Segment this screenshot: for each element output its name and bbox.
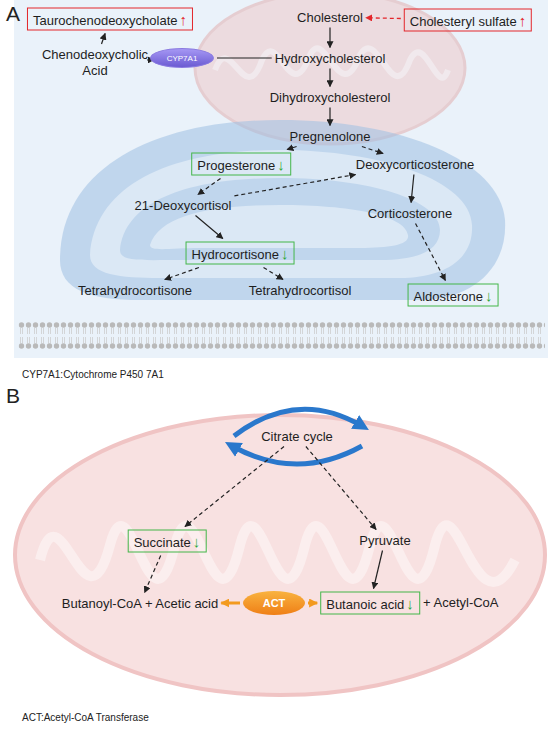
panel-background (14, 0, 548, 358)
change-arrow: ↓ (281, 245, 289, 262)
note-text: CYP7A1:Cytochrome P450 7A1 (22, 369, 164, 380)
pathway-arrow (308, 602, 317, 605)
panel-letter: A (6, 2, 20, 26)
pathway-arrow (196, 216, 223, 239)
pathway-arrow (411, 175, 414, 203)
node-text: Cholesterol (297, 10, 363, 25)
enzyme-ellipse: CYP7A1 (150, 48, 214, 68)
panel-letter: B (6, 384, 20, 408)
pathway-arrow (145, 556, 161, 593)
pathway-arrow (217, 57, 272, 58)
pathway-arrow (221, 602, 240, 605)
increased-metabolite-box: Taurochenodeoxycholate↑ (27, 8, 193, 31)
node-text: Butanoyl-CoA + Acetic acid (62, 596, 218, 611)
node-text: Hydrocortisone (192, 247, 279, 262)
change-arrow: ↑ (180, 11, 188, 28)
pathway-arrow (185, 447, 284, 527)
cycle-arrows (232, 409, 362, 464)
node-text: Deoxycorticosterone (356, 157, 475, 172)
pathway-arrow (366, 17, 401, 19)
node-text: Tetrahydrocortisol (249, 283, 352, 298)
node-text: Succinate (134, 535, 191, 550)
change-arrow: ↓ (277, 156, 285, 173)
node-text: Taurochenodeoxycholate (33, 13, 178, 28)
note-text: ACT:Acetyl-CoA Transferase (22, 712, 149, 723)
decreased-metabolite-box: Aldosterone↓ (408, 284, 499, 307)
pathway-arrow (234, 175, 355, 196)
metabolite-label: Butanoyl-CoA + Acetic acid (62, 596, 218, 611)
pathway-arrow (374, 551, 383, 589)
node-text: Chenodeoxycholic Acid (42, 47, 148, 78)
metabolite-label: Tetrahydrocortisol (249, 283, 352, 298)
node-text: Citrate cycle (261, 429, 333, 444)
node-text: Pyruvate (359, 533, 410, 548)
node-text: Tetrahydrocortisone (78, 283, 192, 298)
metabolite-label: Hydroxycholesterol (275, 51, 386, 66)
node-text: CYP7A1 (167, 54, 198, 63)
node-text: ACT (263, 597, 286, 609)
note-text: + Acetyl-CoA (423, 595, 499, 610)
pathway-arrow (264, 268, 284, 280)
change-arrow: ↓ (485, 287, 493, 304)
decreased-metabolite-box: Hydrocortisone↓ (186, 242, 295, 265)
node-text: 21-Deoxycortisol (135, 198, 232, 213)
node-text: Pregnenolone (290, 129, 371, 144)
metabolite-label: Deoxycorticosterone (356, 157, 475, 172)
change-arrow: ↓ (193, 533, 201, 550)
pathway-arrow (329, 28, 330, 48)
metabolite-label: Corticosterone (368, 206, 453, 221)
metabolite-label: Pregnenolone (290, 129, 371, 144)
enzyme-ellipse: ACT (243, 591, 305, 615)
node-text: Dihydroxycholesterol (270, 90, 391, 105)
pathway-arrow (416, 224, 446, 281)
pathway-arrow (165, 268, 199, 280)
metabolite-label: 21-Deoxycortisol (135, 198, 232, 213)
decreased-metabolite-box: Butanoic acid↓ (320, 592, 420, 615)
change-arrow: ↓ (406, 595, 414, 612)
decreased-metabolite-box: Succinate↓ (128, 530, 207, 553)
metabolite-label: Dihydroxycholesterol (270, 90, 391, 105)
metabolite-label: Tetrahydrocortisone (78, 283, 192, 298)
node-text: Corticosterone (368, 206, 453, 221)
change-arrow: ↑ (519, 12, 527, 29)
pathway-arrow (306, 447, 376, 530)
node-text: Butanoic acid (326, 597, 404, 612)
decreased-metabolite-box: Progesterone↓ (191, 153, 291, 176)
increased-metabolite-box: Cholesteryl sulfate↑ (404, 9, 532, 32)
node-text: Hydroxycholesterol (275, 51, 386, 66)
pathway-arrow (329, 108, 330, 126)
metabolite-label: Chenodeoxycholic Acid (39, 47, 151, 79)
node-text: Progesterone (197, 158, 275, 173)
pathway-arrow (198, 179, 221, 195)
endoplasmic-reticulum-illustration (60, 120, 505, 300)
node-text: Aldosterone (414, 289, 483, 304)
pathway-arrow (102, 34, 106, 45)
mitochondrion-illustration (15, 415, 545, 695)
metabolite-label: Cholesterol (297, 10, 363, 25)
metabolite-label: Pyruvate (359, 533, 410, 548)
lipid-bilayer (18, 322, 545, 349)
pathway-arrow (329, 69, 330, 87)
pathway-arrow (287, 147, 297, 150)
node-text: Cholesteryl sulfate (410, 14, 517, 29)
pathway-arrow (362, 147, 383, 154)
pathway-label: Citrate cycle (261, 429, 333, 444)
